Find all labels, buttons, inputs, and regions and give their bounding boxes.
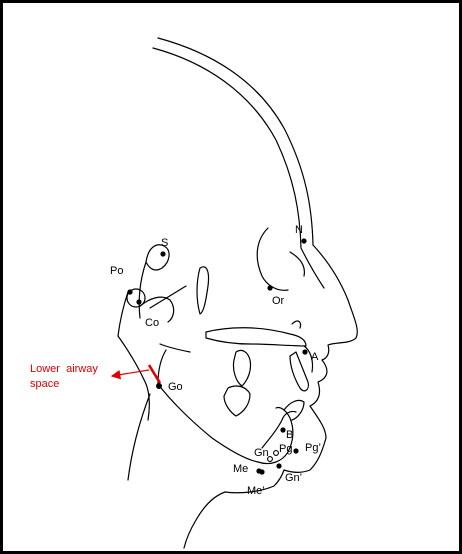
annotation-line-2: space bbox=[30, 378, 59, 390]
point-Or bbox=[267, 285, 272, 290]
label-Gn: Gn bbox=[254, 447, 269, 459]
label-Po: Po bbox=[110, 265, 123, 277]
label-A: A bbox=[311, 351, 319, 363]
label-S: S bbox=[161, 237, 168, 249]
skull-inner-contour bbox=[153, 48, 301, 248]
neck-posterior bbox=[128, 394, 150, 480]
point-N bbox=[301, 238, 306, 243]
annotation-line-1: Lower airway bbox=[30, 363, 98, 375]
point-Co bbox=[136, 299, 141, 304]
palatal-plane bbox=[206, 328, 306, 346]
mandible-ramus bbox=[158, 344, 190, 384]
airway-arrow bbox=[112, 370, 149, 376]
point-Go bbox=[156, 383, 162, 389]
label-Me-soft: Me’ bbox=[247, 485, 265, 497]
point-A bbox=[302, 349, 307, 354]
point-Pg bbox=[274, 451, 279, 456]
orbit-contour bbox=[257, 228, 288, 290]
point-Pg-soft bbox=[293, 448, 298, 453]
label-Pg: Pg bbox=[279, 443, 292, 455]
upper-molar bbox=[233, 350, 250, 386]
label-Go: Go bbox=[168, 381, 183, 393]
point-Po bbox=[127, 289, 132, 294]
label-Pg-soft: Pg’ bbox=[305, 442, 321, 454]
label-Co: Co bbox=[145, 317, 159, 329]
lower-molar bbox=[224, 386, 250, 416]
point-B bbox=[280, 427, 285, 432]
neck-anterior bbox=[184, 492, 225, 548]
skull-outer-contour bbox=[158, 38, 313, 245]
mandible-lower-border bbox=[158, 384, 258, 462]
point-Gn-soft bbox=[276, 463, 281, 468]
point-Me-soft bbox=[259, 469, 264, 474]
label-N: N bbox=[295, 224, 303, 236]
label-B: B bbox=[286, 429, 293, 441]
articular-line bbox=[150, 286, 186, 308]
label-Gn-soft: Gn’ bbox=[285, 472, 302, 484]
orbit-inner bbox=[290, 252, 304, 276]
lower-incisor bbox=[284, 400, 304, 420]
point-S bbox=[160, 251, 165, 256]
label-Me: Me bbox=[233, 463, 248, 475]
label-Or: Or bbox=[272, 295, 285, 307]
upper-incisor bbox=[290, 352, 308, 391]
pterygoid-process bbox=[197, 267, 209, 314]
